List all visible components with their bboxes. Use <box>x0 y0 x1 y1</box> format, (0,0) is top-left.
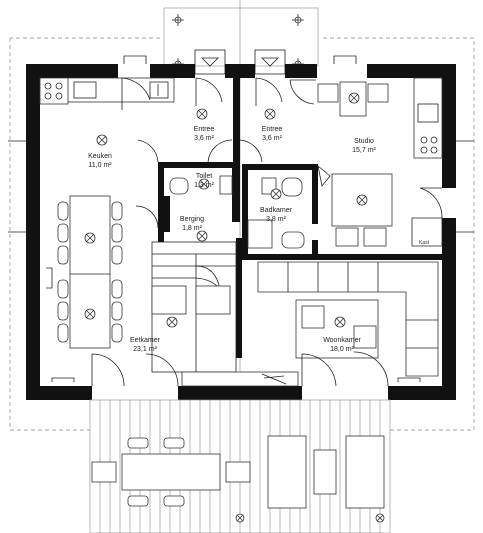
studio-furniture <box>317 81 393 247</box>
tv-cabinet <box>181 371 299 387</box>
room-name: Toilet <box>196 173 212 180</box>
room-name: Entree <box>194 126 215 133</box>
studio-kitchenette <box>413 77 443 159</box>
room-studio: Studio 15,7 m² <box>352 138 376 154</box>
kitchen-units <box>39 77 175 105</box>
room-name: Eetkamer <box>130 337 161 344</box>
lamp-keuken <box>96 134 108 146</box>
lamp-terrace-2 <box>375 513 385 523</box>
room-area: 15,7 m² <box>352 147 376 154</box>
room-berging: Berging 1,8 m² <box>180 216 204 232</box>
lamp-toilet <box>198 178 210 190</box>
room-entree-left: Entree 3,6 m² <box>194 126 215 142</box>
room-area: 18,0 m² <box>330 346 354 353</box>
room-name: Entree <box>262 126 283 133</box>
lamp-eetkamer <box>166 316 178 328</box>
room-area: 1,3 m² <box>194 182 215 189</box>
room-eetkamer: Eetkamer 23,1 m² <box>130 337 161 353</box>
room-name: Woonkamer <box>323 337 361 344</box>
exterior-walls <box>26 64 456 400</box>
terrace-furniture <box>91 435 385 509</box>
room-name: Studio <box>354 138 374 145</box>
lamp-woonkamer <box>334 316 346 328</box>
kast-label: Kast <box>419 240 430 246</box>
room-woonkamer: Woonkamer 18,0 m² <box>323 337 361 353</box>
lamp-studio-1 <box>348 92 360 104</box>
toilet-fixtures <box>169 175 233 195</box>
lamp-entree-2 <box>264 108 276 120</box>
bathroom-fixtures <box>247 177 305 249</box>
coffee-table <box>295 299 379 359</box>
sofa <box>257 261 439 377</box>
room-keuken: Keuken 11,0 m² <box>88 153 112 169</box>
room-area: 23,1 m² <box>133 346 157 353</box>
dining-table <box>57 195 123 349</box>
lamp-entree-1 <box>196 108 208 120</box>
room-area: 1,8 m² <box>182 225 203 232</box>
canopy-lamp-right <box>292 14 304 26</box>
lamp-badkamer <box>270 188 282 200</box>
room-badkamer: Badkamer 3,8 m² <box>260 207 293 223</box>
lamp-dining-2 <box>84 308 96 320</box>
room-name: Keuken <box>88 153 112 160</box>
window-marks <box>8 55 474 382</box>
room-area: 3,6 m² <box>194 135 215 142</box>
doors <box>91 77 443 387</box>
room-area: 3,6 m² <box>262 135 283 142</box>
entrance-canopy <box>163 7 319 75</box>
lamp-berging <box>196 230 208 242</box>
room-name: Berging <box>180 216 204 223</box>
staircase <box>151 241 237 373</box>
room-area: 3,8 m² <box>266 216 287 223</box>
room-toilet: Toilet 1,3 m² <box>194 173 215 189</box>
interior-walls <box>158 78 442 358</box>
room-name: Badkamer <box>260 207 293 214</box>
lamp-studio-2 <box>356 194 368 206</box>
canopy-lamp-left <box>172 14 184 26</box>
lamp-dining-1 <box>84 232 96 244</box>
lamp-terrace <box>235 513 245 523</box>
room-area: 11,0 m² <box>88 162 112 169</box>
room-entree-right: Entree 3,6 m² <box>262 126 283 142</box>
